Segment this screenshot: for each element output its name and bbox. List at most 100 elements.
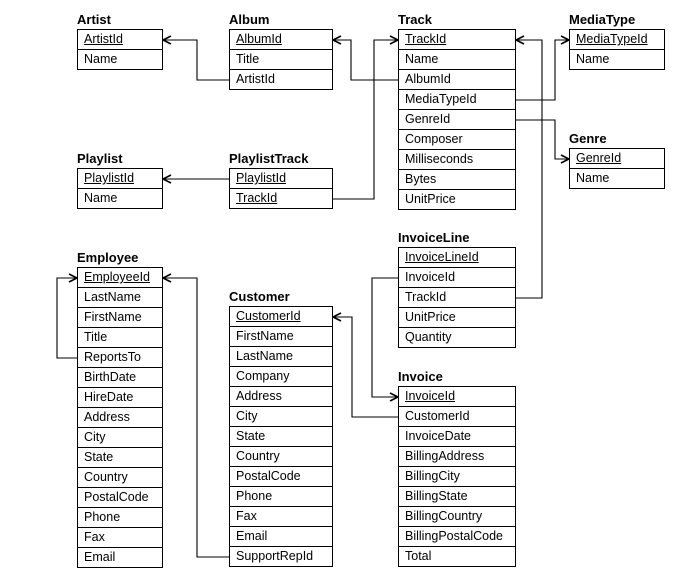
playlist-table-title: Playlist <box>77 151 123 166</box>
playlisttrack-field-trackid: TrackId <box>230 188 332 208</box>
customer-field-fax: Fax <box>230 506 332 526</box>
relation-invoiceline-invoiceid-to-invoice-invoiceid <box>371 277 398 397</box>
track-field-albumid: AlbumId <box>399 69 515 89</box>
artist-table-title: Artist <box>77 12 111 27</box>
customer-table-title: Customer <box>229 289 290 304</box>
playlist-field-playlistid: PlaylistId <box>84 171 135 185</box>
invoice-table-title: Invoice <box>398 369 443 384</box>
invoice-field-billingpostalcode: BillingPostalCode <box>399 526 515 546</box>
invoice-field-customerid: CustomerId <box>399 406 515 426</box>
customer-field-postalcode: PostalCode <box>230 466 332 486</box>
employee-field-firstname: FirstName <box>78 307 162 327</box>
relation-invoice-customerid-to-customer-customerid <box>333 317 398 418</box>
relation-track-albumid-to-album-albumid <box>333 40 398 81</box>
mediatype-table-title: MediaType <box>569 12 636 27</box>
invoice-field-billingstate: BillingState <box>399 486 515 506</box>
customer-field-lastname: LastName <box>230 346 332 366</box>
employee-field-city: City <box>78 427 162 447</box>
employee-field-reportsto: ReportsTo <box>78 347 162 367</box>
playlisttrack-table-title: PlaylistTrack <box>229 151 309 166</box>
employee-field-birthdate: BirthDate <box>78 367 162 387</box>
customer-field-company: Company <box>230 366 332 386</box>
track-field-bytes: Bytes <box>399 169 515 189</box>
relation-track-genreid-to-genre-genreid <box>516 119 569 159</box>
employee-field-country: Country <box>78 467 162 487</box>
track-field-trackid: TrackId <box>405 32 447 46</box>
employee-field-employeeid: EmployeeId <box>84 270 151 284</box>
genre-field-genreid: GenreId <box>576 151 622 165</box>
employee-field-postalcode: PostalCode <box>78 487 162 507</box>
customer-field-phone: Phone <box>230 486 332 506</box>
customer-field-address: Address <box>230 386 332 406</box>
mediatype-field-name: Name <box>570 49 664 69</box>
track-field-composer: Composer <box>399 129 515 149</box>
track-field-milliseconds: Milliseconds <box>399 149 515 169</box>
invoice-field-billingaddress: BillingAddress <box>399 446 515 466</box>
invoice-field-billingcity: BillingCity <box>399 466 515 486</box>
relation-playlisttrack-trackid-to-track-trackid <box>333 40 398 200</box>
track-field-unitprice: UnitPrice <box>399 189 515 209</box>
relation-album-artistid-to-artist-artistid <box>163 40 229 81</box>
employee-field-address: Address <box>78 407 162 427</box>
playlisttrack-field-playlistid: PlaylistId <box>236 171 287 185</box>
invoice-field-total: Total <box>399 546 515 566</box>
album-field-albumid: AlbumId <box>236 32 282 46</box>
track-field-genreid: GenreId <box>399 109 515 129</box>
customer-field-firstname: FirstName <box>230 326 332 346</box>
employee-field-title: Title <box>78 327 162 347</box>
track-table-title: Track <box>398 12 432 27</box>
genre-table-title: Genre <box>569 131 607 146</box>
track-field-mediatypeid: MediaTypeId <box>399 89 515 109</box>
album-table-title: Album <box>229 12 270 27</box>
customer-field-city: City <box>230 406 332 426</box>
customer-field-state: State <box>230 426 332 446</box>
album-field-artistid: ArtistId <box>230 69 332 89</box>
invoiceline-field-invoicelineid: InvoiceLineId <box>405 250 479 264</box>
employee-field-fax: Fax <box>78 527 162 547</box>
artist-field-artistid: ArtistId <box>84 32 123 46</box>
relation-customer-supportrepid-to-employee-employeeid <box>163 278 229 558</box>
customer-field-customerid: CustomerId <box>236 309 301 323</box>
invoice-field-billingcountry: BillingCountry <box>399 506 515 526</box>
playlist-field-name: Name <box>78 188 162 208</box>
genre-field-name: Name <box>570 168 664 188</box>
invoiceline-field-trackid: TrackId <box>399 287 515 307</box>
invoiceline-field-invoiceid: InvoiceId <box>399 267 515 287</box>
employee-table-title: Employee <box>77 250 139 265</box>
artist-field-name: Name <box>78 49 162 69</box>
relation-track-mediatypeid-to-mediatype-mediatypeid <box>516 40 569 101</box>
customer-field-email: Email <box>230 526 332 546</box>
employee-field-hiredate: HireDate <box>78 387 162 407</box>
invoiceline-field-quantity: Quantity <box>399 327 515 347</box>
invoiceline-table-title: InvoiceLine <box>398 230 470 245</box>
customer-field-country: Country <box>230 446 332 466</box>
employee-field-state: State <box>78 447 162 467</box>
customer-field-supportrepid: SupportRepId <box>230 546 332 566</box>
employee-field-phone: Phone <box>78 507 162 527</box>
relation-invoiceline-trackid-to-track-trackid <box>516 40 543 299</box>
mediatype-field-mediatypeid: MediaTypeId <box>576 32 648 46</box>
invoiceline-field-unitprice: UnitPrice <box>399 307 515 327</box>
